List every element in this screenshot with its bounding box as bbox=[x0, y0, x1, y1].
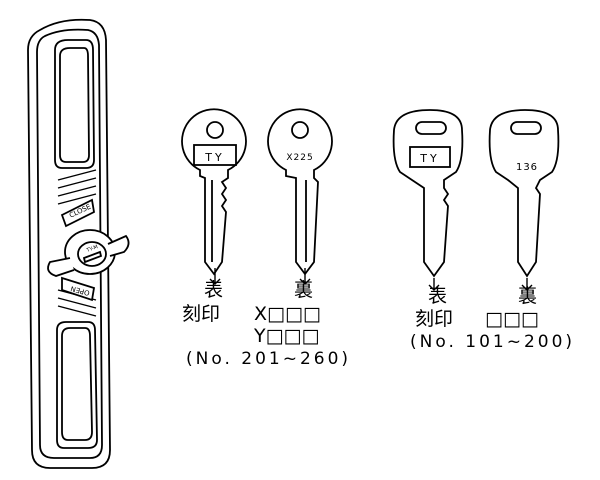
key-2-number-range: (No. 101~200) bbox=[410, 332, 576, 352]
key-1-back-stamp: X225 bbox=[286, 153, 313, 163]
key-1-front-stamp: TY bbox=[204, 151, 224, 164]
key-1-engraving-line-2: Y□□□ bbox=[254, 325, 320, 347]
key-1-back-drawing bbox=[267, 108, 333, 276]
key-2-back-drawing bbox=[488, 109, 560, 278]
key-1-front-drawing bbox=[181, 108, 247, 276]
pointer-arrows bbox=[209, 268, 533, 291]
key-1-front-label: 表 bbox=[204, 279, 224, 301]
key-2-engraving-label: 刻印 bbox=[415, 308, 454, 330]
key-2-front-drawing bbox=[392, 109, 464, 278]
key-1-engraving-line-1: X□□□ bbox=[254, 303, 321, 325]
key-2-back-stamp: 136 bbox=[516, 162, 538, 173]
key-1-engraving-label: 刻印 bbox=[182, 303, 221, 325]
key-2-front-label: 表 bbox=[428, 285, 448, 307]
key-1-back-label: 裏 bbox=[294, 279, 314, 301]
key-2-engraving-line-1: □□□ bbox=[485, 308, 539, 330]
key-1-number-range: (No. 201~260) bbox=[186, 349, 352, 369]
key-2-back-label: 裏 bbox=[518, 285, 538, 307]
cylinder-mark: TY-M bbox=[85, 244, 99, 254]
lock-handle-drawing bbox=[27, 18, 130, 469]
key-2-front-stamp: TY bbox=[419, 152, 439, 165]
